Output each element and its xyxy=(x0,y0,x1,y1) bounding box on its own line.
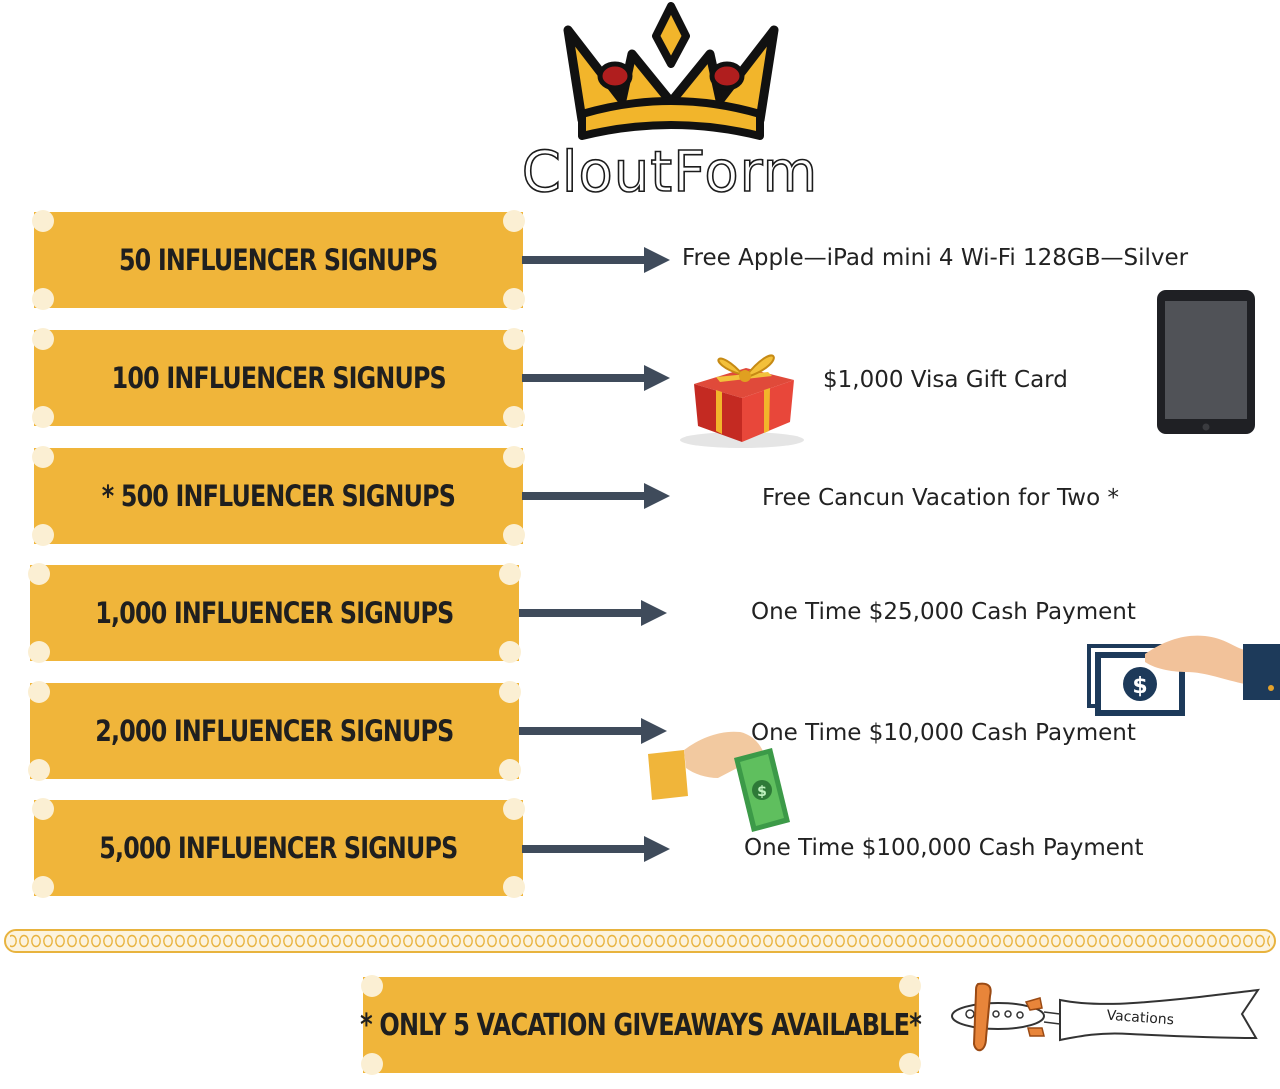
corner-dot xyxy=(361,975,383,997)
vacation-note: * ONLY 5 VACATION GIVEAWAYS AVAILABLE* xyxy=(360,1007,923,1043)
corner-dot xyxy=(503,288,525,310)
corner-dot xyxy=(32,210,54,232)
tier-label: 1,000 INFLUENCER SIGNUPS xyxy=(95,596,454,630)
arrow-right-icon xyxy=(519,600,667,626)
tier-box-1000: 1,000 INFLUENCER SIGNUPS xyxy=(28,563,521,663)
reward-text: One Time $100,000 Cash Payment xyxy=(744,835,1144,861)
arrow-right-icon xyxy=(519,718,667,744)
corner-dot xyxy=(503,406,525,428)
corner-dot xyxy=(32,406,54,428)
corner-dot xyxy=(28,563,50,585)
svg-text:$: $ xyxy=(757,784,767,800)
airplane-icon: Vacations xyxy=(951,982,1261,1052)
corner-dot xyxy=(32,798,54,820)
corner-dot xyxy=(28,641,50,663)
reward-text: $1,000 Visa Gift Card xyxy=(823,367,1068,393)
tier-label: 5,000 INFLUENCER SIGNUPS xyxy=(99,831,458,865)
svg-text:$: $ xyxy=(1132,674,1147,699)
corner-dot xyxy=(32,328,54,350)
tier-label: 2,000 INFLUENCER SIGNUPS xyxy=(95,714,454,748)
tier-box-5000: 5,000 INFLUENCER SIGNUPS xyxy=(32,798,525,898)
vacation-note-box: * ONLY 5 VACATION GIVEAWAYS AVAILABLE* xyxy=(360,975,923,1075)
corner-dot xyxy=(32,288,54,310)
corner-dot xyxy=(28,759,50,781)
arrow-right-icon xyxy=(522,247,670,273)
brand-name: CloutForm xyxy=(521,139,819,206)
corner-dot xyxy=(32,524,54,546)
banner-text: Vacations xyxy=(1106,1008,1174,1029)
tier-label: * 500 INFLUENCER SIGNUPS xyxy=(101,479,456,513)
reward-text: One Time $25,000 Cash Payment xyxy=(751,599,1136,625)
arrow-right-icon xyxy=(522,483,670,509)
corner-dot xyxy=(361,1053,383,1075)
corner-dot xyxy=(503,210,525,232)
corner-dot xyxy=(32,876,54,898)
tier-box-50: 50 INFLUENCER SIGNUPS xyxy=(32,210,525,310)
tier-label: 100 INFLUENCER SIGNUPS xyxy=(111,361,446,395)
corner-dot xyxy=(499,641,521,663)
corner-dot xyxy=(503,876,525,898)
corner-dot xyxy=(503,798,525,820)
tier-box-100: 100 INFLUENCER SIGNUPS xyxy=(32,328,525,428)
decorative-divider xyxy=(4,929,1276,953)
reward-text: Free Cancun Vacation for Two * xyxy=(762,485,1119,511)
tier-label: 50 INFLUENCER SIGNUPS xyxy=(119,243,438,277)
tablet-icon xyxy=(1157,290,1255,434)
divider-pattern xyxy=(10,931,1270,951)
cash-hand-icon: $ xyxy=(1087,635,1280,716)
arrow-right-icon xyxy=(522,836,670,862)
small-cash-hand-icon: $ xyxy=(648,731,790,832)
corner-dot xyxy=(503,328,525,350)
reward-text: Free Apple—iPad mini 4 Wi-Fi 128GB—Silve… xyxy=(682,245,1189,271)
corner-dot xyxy=(28,681,50,703)
gift-box-icon xyxy=(680,354,804,448)
corner-dot xyxy=(32,446,54,468)
arrow-right-icon xyxy=(522,365,670,391)
reward-text: One Time $10,000 Cash Payment xyxy=(751,720,1136,746)
corner-dot xyxy=(899,1053,921,1075)
corner-dot xyxy=(503,524,525,546)
tier-box-2000: 2,000 INFLUENCER SIGNUPS xyxy=(28,681,521,781)
corner-dot xyxy=(899,975,921,997)
tier-box-500: * 500 INFLUENCER SIGNUPS xyxy=(32,446,525,546)
corner-dot xyxy=(499,759,521,781)
corner-dot xyxy=(499,681,521,703)
crown-icon xyxy=(563,2,779,140)
corner-dot xyxy=(503,446,525,468)
corner-dot xyxy=(499,563,521,585)
